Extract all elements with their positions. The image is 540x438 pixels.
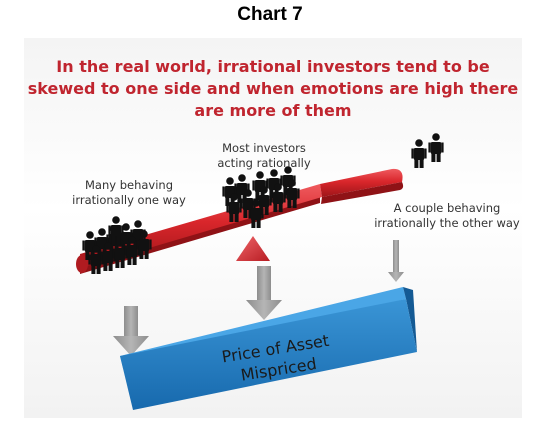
right-pair-icons bbox=[411, 133, 444, 168]
fulcrum bbox=[236, 236, 270, 261]
label-left-line-2: irrationally one way bbox=[72, 193, 186, 207]
left-arrow bbox=[113, 306, 149, 356]
label-middle-line-1: Most investors bbox=[222, 141, 306, 155]
seesaw-illustration bbox=[76, 133, 444, 410]
label-right: A couple behaving irrationally the other… bbox=[372, 201, 522, 231]
label-left-line-1: Many behaving bbox=[84, 178, 174, 192]
label-middle: Most investors acting rationally bbox=[204, 141, 324, 171]
label-middle-line-2: acting rationally bbox=[217, 156, 311, 170]
middle-arrow bbox=[246, 266, 282, 320]
chart-title: Chart 7 bbox=[237, 4, 303, 25]
headline: In the real world, irrational investors … bbox=[24, 56, 522, 122]
headline-line-1: In the real world, irrational investors … bbox=[56, 57, 490, 76]
headline-line-2: skewed to one side and when emotions are… bbox=[27, 79, 519, 98]
right-arrow bbox=[388, 240, 404, 282]
label-right-line-1: A couple behaving bbox=[393, 201, 501, 215]
headline-line-3: are more of them bbox=[194, 101, 352, 120]
label-right-line-2: irrationally the other way bbox=[374, 216, 520, 230]
diagram-stage: In the real world, irrational investors … bbox=[24, 38, 522, 418]
left-crowd-icons bbox=[82, 216, 152, 274]
label-left: Many behaving irrationally one way bbox=[64, 178, 194, 208]
price-box bbox=[120, 287, 417, 410]
